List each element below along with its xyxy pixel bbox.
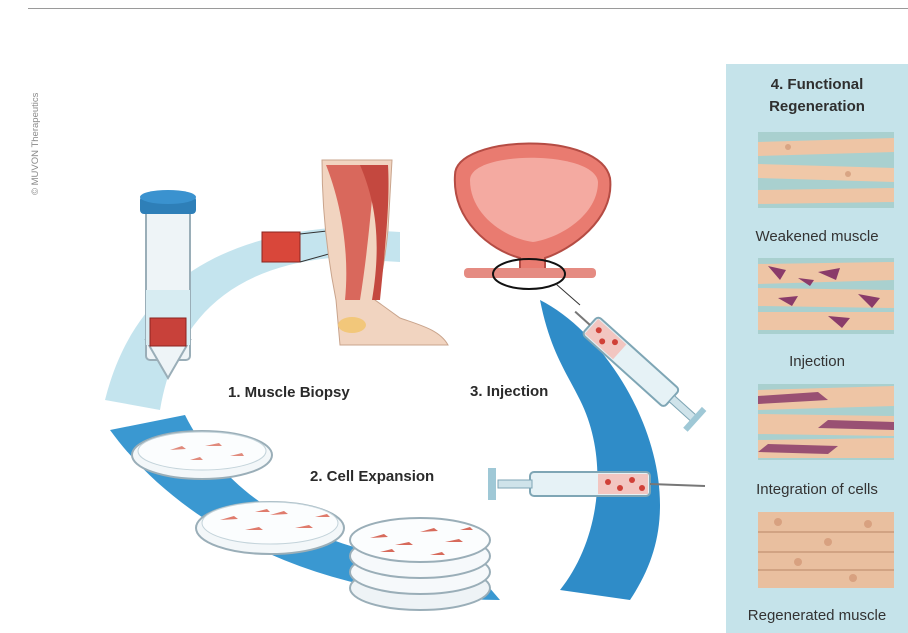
panel-title: 4. Functional Regeneration [726, 74, 908, 118]
fiber-injection-icon [758, 258, 894, 334]
petri-dish-medium-icon [196, 502, 344, 554]
leg-anatomy-icon [322, 160, 448, 345]
stage-label-regenerated: Regenerated muscle [726, 607, 908, 624]
step-label-biopsy: 1. Muscle Biopsy [228, 384, 350, 401]
panel-title-line2: Regeneration [726, 96, 908, 118]
step-label-expansion: 2. Cell Expansion [310, 468, 434, 485]
petri-dish-stack-icon [350, 518, 490, 610]
step-label-injection: 3. Injection [470, 383, 548, 400]
fiber-weakened-icon [758, 132, 894, 208]
fiber-regenerated-icon [758, 512, 894, 588]
stage-label-integration: Integration of cells [726, 481, 908, 498]
functional-regeneration-panel: 4. Functional Regeneration Weakened musc… [726, 64, 908, 633]
fiber-integration-icon [758, 384, 894, 460]
test-tube-icon [140, 190, 196, 378]
petri-dish-small-icon [132, 431, 272, 479]
panel-title-line1: 4. Functional [726, 74, 908, 96]
stage-label-weakened: Weakened muscle [726, 228, 908, 245]
stage-label-injection: Injection [726, 353, 908, 370]
syringe-lower-icon [488, 468, 705, 500]
bladder-icon [455, 143, 611, 305]
